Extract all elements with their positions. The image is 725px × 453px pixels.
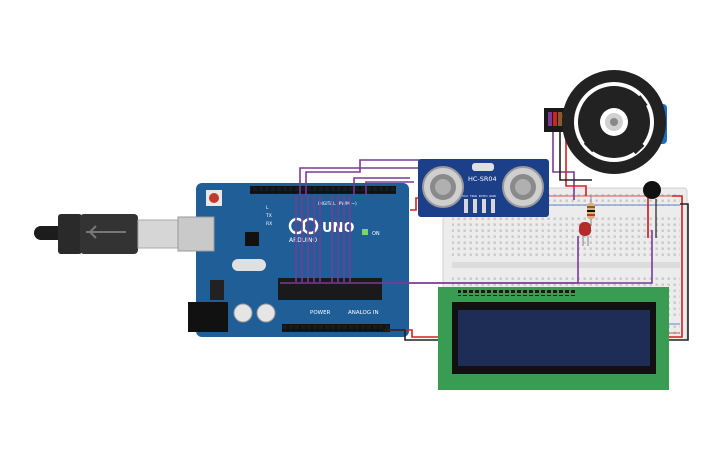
- crystal: [472, 163, 494, 171]
- usb-cable[interactable]: [34, 214, 179, 254]
- svg-text:GND: GND: [489, 194, 497, 198]
- on-label: ON: [372, 231, 380, 237]
- wire-buzzer[interactable]: [395, 230, 653, 284]
- sensor-name: HC-SR04: [468, 175, 497, 183]
- analog-label: ANALOG IN: [348, 310, 379, 316]
- resistor[interactable]: [587, 196, 595, 226]
- capacitor: [233, 303, 253, 323]
- rx-label: RX: [266, 221, 272, 227]
- svg-text:VCC: VCC: [462, 194, 468, 198]
- power-jack: [188, 302, 228, 332]
- svg-text:TRIG: TRIG: [469, 194, 478, 198]
- tx-label: TX: [265, 213, 272, 219]
- atmega-chip: [278, 278, 382, 300]
- lcd-16x2-display[interactable]: [438, 287, 669, 390]
- power-label: POWER: [310, 310, 331, 316]
- servo-motor[interactable]: [544, 70, 667, 174]
- arduino-uno-board[interactable]: ARDUINO UNO ON TX RX L DIGITAL (PWM ~) P…: [177, 183, 409, 337]
- crystal: [232, 259, 266, 271]
- lcd-screen: [458, 310, 650, 366]
- l-label: L: [266, 205, 269, 211]
- led-red[interactable]: [579, 222, 591, 246]
- piezo-buzzer[interactable]: [643, 181, 661, 238]
- brand-label: ARDUINO: [289, 237, 318, 244]
- capacitor: [256, 303, 276, 323]
- usb-b-port: [177, 216, 215, 252]
- ultrasonic-sensor-hc-sr04[interactable]: HC-SR04 VCC TRIG ECHO GND: [418, 159, 549, 217]
- wire-servo-power[interactable]: [565, 112, 587, 196]
- svg-text:ECHO: ECHO: [479, 194, 488, 198]
